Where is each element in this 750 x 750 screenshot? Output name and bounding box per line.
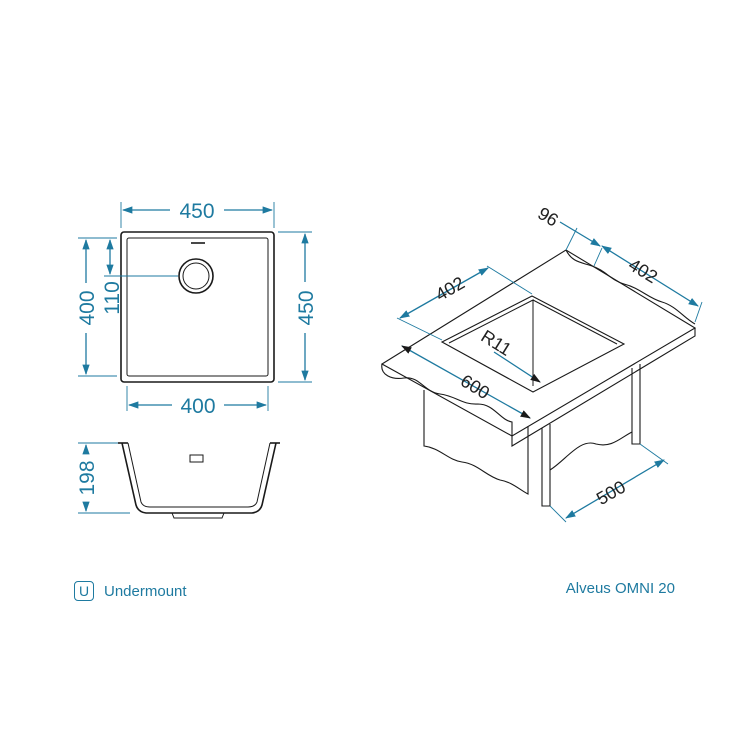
- side-view: 198: [76, 442, 280, 519]
- drain-outer: [178, 258, 214, 294]
- model-name: Alveus OMNI 20: [565, 580, 675, 597]
- countertop-front-edge: [511, 328, 696, 447]
- cabinet-front-leg: [541, 424, 551, 507]
- undermount-badge-icon: U: [74, 581, 94, 601]
- dim-radius: R11: [477, 326, 514, 360]
- dim-cabinet-depth: 500: [593, 477, 629, 509]
- dim-line-bowl-width: [399, 267, 489, 319]
- dim-width-outer: 450: [179, 200, 214, 223]
- iso-view: 96 402 402 R11 600 500: [380, 203, 703, 523]
- dim-cabinet-width: 600: [457, 371, 493, 404]
- cabinet-left-side: [423, 390, 529, 495]
- dim-bowl-width: 402: [432, 273, 468, 305]
- drain-profile: [171, 512, 225, 519]
- dim-line-cabinet-depth: [565, 459, 665, 519]
- dim-depth-outer: 450: [295, 290, 318, 325]
- dim-line-edge-offset: [559, 221, 601, 247]
- cabinet-right-side: [631, 364, 641, 445]
- dim-width-inner: 400: [180, 395, 215, 418]
- dim-depth-inner: 400: [76, 290, 99, 325]
- dim-drain-offset: 110: [101, 281, 124, 314]
- sink-profile-outer: [121, 442, 277, 514]
- dim-height: 198: [76, 460, 99, 495]
- dim-line-cabinet-width: [401, 345, 531, 419]
- drain-inner: [182, 262, 210, 290]
- top-view: 450 400 400 110 450: [76, 200, 318, 418]
- mount-type-label: Undermount: [104, 582, 187, 600]
- mount-type: U Undermount: [74, 579, 187, 603]
- sink-profile-inner: [127, 442, 271, 508]
- overflow-profile: [189, 454, 204, 463]
- dim-line-bowl-length: [601, 245, 699, 307]
- dim-edge-offset: 96: [534, 203, 561, 230]
- dim-bowl-length: 402: [625, 255, 661, 288]
- sink-outer-outline: [120, 231, 275, 383]
- sink-inner-outline: [126, 237, 269, 377]
